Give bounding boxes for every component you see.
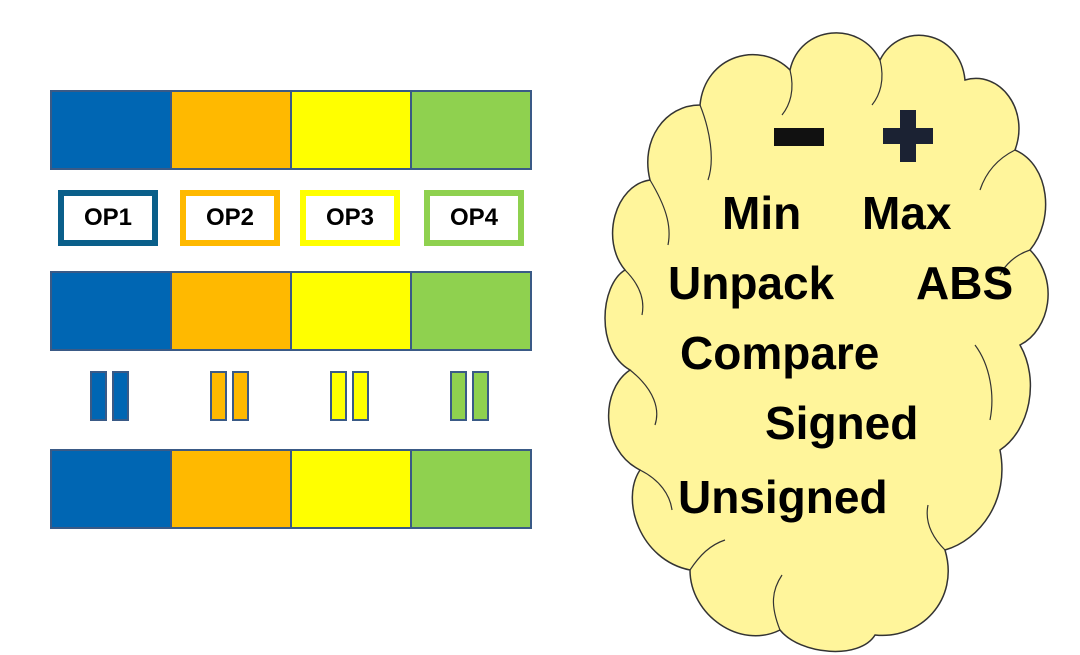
cloud-word-unpack: Unpack xyxy=(668,257,835,309)
op4-box: OP4 xyxy=(424,190,524,246)
cloud-word-min: Min xyxy=(722,187,802,239)
lane-2 xyxy=(172,92,292,168)
register-row-middle xyxy=(50,271,532,351)
equals-icon-lane-2 xyxy=(210,371,249,421)
op2-box: OP2 xyxy=(180,190,280,246)
lane-4 xyxy=(412,92,530,168)
lane-3 xyxy=(292,92,412,168)
cloud-shape xyxy=(604,32,1049,653)
minus-icon xyxy=(774,128,824,146)
plus-icon xyxy=(883,110,933,162)
lane-3 xyxy=(292,451,412,527)
cloud-word-compare: Compare xyxy=(680,327,880,379)
lane-4 xyxy=(412,273,530,349)
equals-icon-lane-1 xyxy=(90,371,129,421)
equals-icon-lane-4 xyxy=(450,371,489,421)
equals-symbols xyxy=(50,371,532,421)
operation-labels: OP1 OP2 OP3 OP4 xyxy=(50,190,532,246)
cloud-word-signed: Signed xyxy=(765,397,919,449)
lane-1 xyxy=(52,92,172,168)
cloud-word-unsigned: Unsigned xyxy=(678,471,888,523)
lane-1 xyxy=(52,451,172,527)
equals-icon-lane-3 xyxy=(330,371,369,421)
lane-1 xyxy=(52,273,172,349)
lane-2 xyxy=(172,451,292,527)
lane-3 xyxy=(292,273,412,349)
lane-4 xyxy=(412,451,530,527)
register-row-top xyxy=(50,90,532,170)
op1-box: OP1 xyxy=(58,190,158,246)
lane-2 xyxy=(172,273,292,349)
cloud-word-abs: ABS xyxy=(916,257,1014,309)
op3-box: OP3 xyxy=(300,190,400,246)
cloud-word-max: Max xyxy=(862,187,952,239)
register-row-result xyxy=(50,449,532,529)
